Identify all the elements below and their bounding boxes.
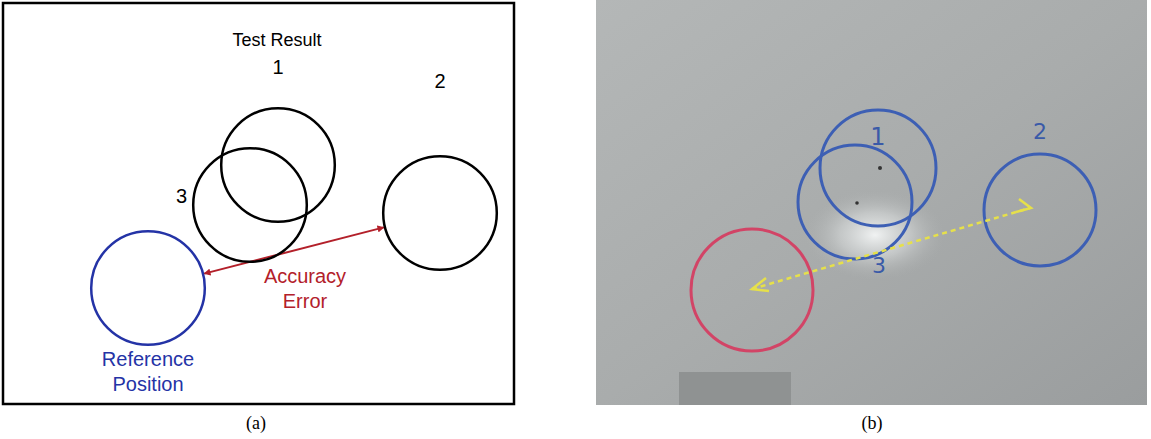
photo-mask [679, 372, 791, 405]
result-circle: 3 [192, 147, 308, 263]
panel-frame [3, 3, 514, 404]
circle-shape [221, 108, 335, 222]
circle-shape [91, 231, 205, 345]
photo-result-circle [984, 154, 1096, 266]
photo-result-circle [820, 110, 936, 226]
heading-label: Test Result [232, 29, 321, 52]
photo-error-arrow [752, 208, 1030, 289]
photo-callout-number: 1 [870, 122, 885, 152]
photo-background [596, 0, 1147, 405]
photo-dot [878, 166, 882, 170]
photo-callout-number: 3 [872, 252, 886, 280]
photo-dot [855, 201, 859, 205]
photo-callout-number: 2 [1033, 118, 1047, 146]
edge-label: Accuracy Error [253, 263, 357, 315]
circle-outline [90, 230, 206, 346]
photo-arrowhead [1016, 199, 1031, 212]
callout-number: 1 [272, 55, 283, 80]
panel-caption: (b) [862, 412, 883, 435]
circle-shape [193, 148, 307, 262]
result-circle: 2 [382, 155, 498, 271]
reference-label: Reference Position [93, 347, 203, 397]
circle-shape [383, 156, 497, 270]
photo-arrowhead [752, 278, 769, 291]
circle-outline [220, 107, 336, 223]
circle-outline [192, 147, 308, 263]
panel-caption: (a) [246, 412, 266, 435]
callout-number: 3 [176, 184, 187, 209]
result-circle: 1 [220, 107, 336, 223]
photo-result-circle [798, 145, 912, 259]
photo-reference-circle [691, 229, 813, 351]
reference-circle: Reference Position [90, 230, 206, 346]
circle-outline [382, 155, 498, 271]
callout-number: 2 [434, 69, 445, 94]
